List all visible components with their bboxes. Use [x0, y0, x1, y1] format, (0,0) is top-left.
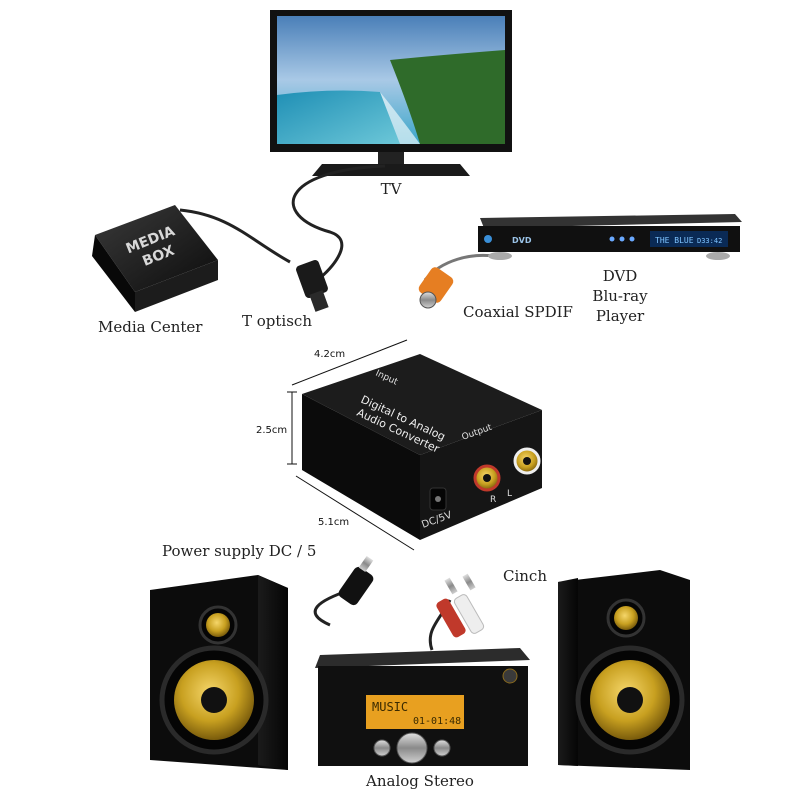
dvd-button-icon: [619, 236, 625, 242]
label-dvd-line1: DVD: [602, 267, 638, 285]
label-cinch: Cinch: [503, 567, 547, 585]
speaker-left-side: [258, 575, 288, 770]
label-coaxial: Coaxial SPDIF: [463, 303, 573, 321]
label-analog-stereo: Analog Stereo: [366, 772, 474, 790]
tv-screen-hills: [390, 50, 505, 144]
speaker-right: [558, 570, 690, 770]
converter-l-label: L: [507, 489, 512, 499]
speaker-left: [150, 575, 288, 770]
stereo-power-icon: [502, 668, 518, 684]
rca-plug-white: [453, 594, 485, 634]
dim-width-label: 5.1cm: [318, 517, 349, 528]
label-dvd-line2: Blu-ray: [592, 287, 648, 305]
rca-jack-r-hole: [483, 474, 491, 482]
optical-cable-tv: [291, 164, 386, 280]
dim-line-depth: [291, 339, 408, 386]
media-box-front: [92, 235, 135, 312]
power-plug: [338, 555, 374, 606]
stereo-knob: [433, 739, 451, 757]
converter-left-face: [302, 394, 420, 540]
speaker-right-dustcap: [617, 687, 643, 713]
dvd-display-text: THE BLUE: [655, 236, 694, 245]
dim-depth-label: 4.2cm: [314, 349, 345, 360]
dvd-power-icon: [484, 235, 492, 243]
label-tv: TV: [380, 180, 402, 198]
converter-top: [302, 354, 542, 455]
rca-plug-red: [436, 598, 466, 638]
speaker-left-dustcap: [201, 687, 227, 713]
media-box-top: [95, 205, 218, 292]
optical-cable-media: [179, 208, 291, 264]
dvd-top: [480, 214, 742, 228]
power-plug-body: [338, 566, 374, 606]
rca-plug-white-tip: [462, 573, 476, 591]
media-box-side: [135, 260, 218, 312]
dim-line-width: [295, 475, 415, 551]
dvd-foot: [706, 252, 730, 260]
label-dvd-line3: Player: [595, 307, 645, 325]
rca-plugs: [436, 573, 485, 638]
label-power-supply: Power supply DC / 5: [162, 542, 317, 560]
converter-r-label: R: [490, 495, 496, 505]
optical-plug-tip: [309, 290, 329, 312]
dvd-brand: DVD: [512, 236, 532, 245]
tv-stand: [312, 164, 470, 176]
power-plug-tip: [358, 555, 374, 573]
speaker-right-tweeter: [614, 606, 638, 630]
dimension-lines: [287, 339, 415, 551]
coax-plug: [418, 267, 454, 309]
stereo-volume-knob: [396, 732, 428, 764]
speaker-right-side: [558, 578, 578, 766]
rca-jack-l-hole: [523, 457, 531, 465]
stereo-display-line1: MUSIC: [372, 700, 408, 714]
converter: Input Digital to Analog Audio Converter …: [302, 354, 542, 540]
dvd-player: DVD THE BLUE D33:42: [478, 214, 742, 260]
dvd-button-icon: [629, 236, 635, 242]
tv-screen-surf: [380, 92, 420, 144]
dim-height-label: 2.5cm: [256, 425, 287, 436]
tv-neck: [378, 152, 404, 164]
stereo-knob: [373, 739, 391, 757]
dvd-display-num: D33:42: [697, 237, 722, 245]
dc-power-pin: [435, 496, 441, 502]
dvd-button-icon: [609, 236, 615, 242]
dvd-foot: [488, 252, 512, 260]
stereo-amplifier: MUSIC 01-01:48: [315, 648, 530, 766]
optical-plug: [296, 260, 329, 312]
label-optical: T optisch: [242, 312, 312, 330]
optical-plug-body: [296, 260, 328, 298]
stereo-display: [366, 695, 464, 729]
tv: [270, 10, 512, 176]
rca-plug-red-tip: [444, 577, 458, 595]
coax-plug-tip: [419, 291, 437, 309]
speaker-left-tweeter: [206, 613, 230, 637]
label-dvd-player: DVD Blu-ray Player: [580, 266, 660, 326]
stereo-display-line2: 01-01:48: [413, 716, 461, 727]
dvd-display: [650, 231, 728, 247]
tv-screen-sea: [277, 90, 400, 144]
media-box: MEDIA BOX: [92, 205, 218, 312]
label-media-center: Media Center: [98, 318, 203, 336]
stereo-top: [315, 648, 530, 668]
